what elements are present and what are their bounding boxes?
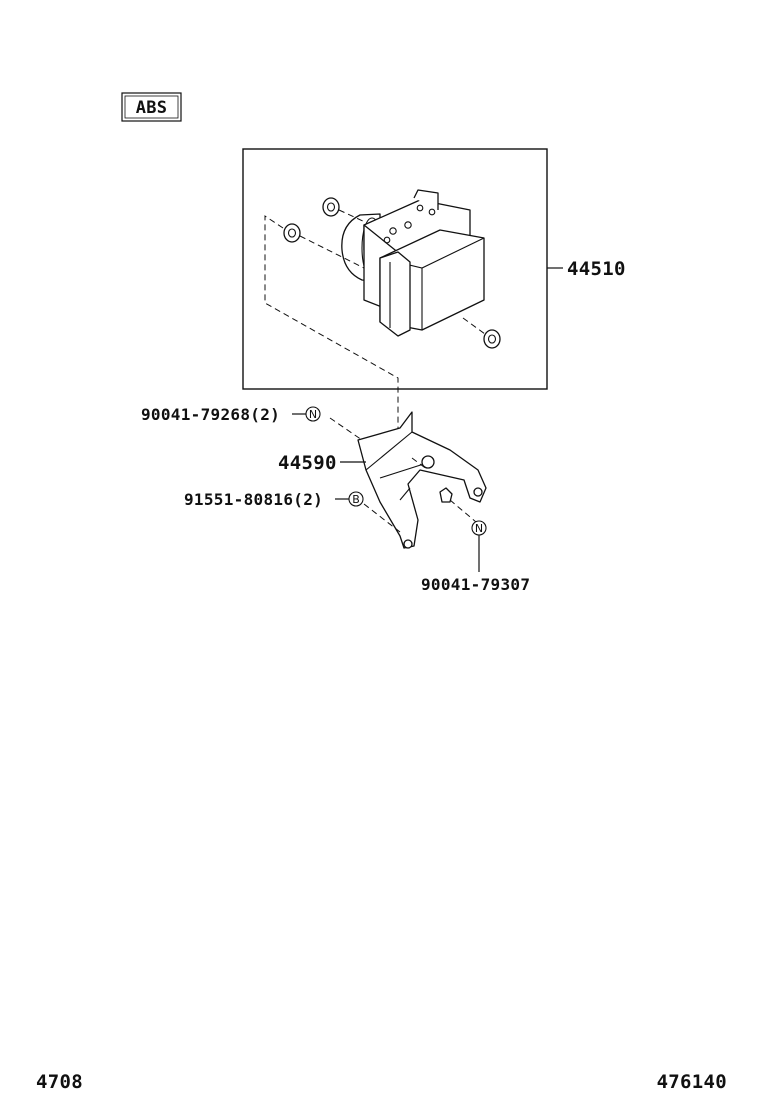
grommet-3 <box>483 329 501 349</box>
part-number-44590: 44590 <box>278 452 337 474</box>
actuator-frame <box>242 148 548 390</box>
svg-text:B: B <box>352 493 360 506</box>
svg-text:N: N <box>309 408 317 421</box>
part-number-nut-lower: 90041-79307 <box>421 575 530 594</box>
abs-actuator-illustration <box>264 189 501 470</box>
svg-text:N: N <box>475 522 483 535</box>
nut-symbol-icon: N <box>305 406 321 422</box>
bracket-illustration <box>329 411 487 549</box>
part-number-44510: 44510 <box>567 258 626 280</box>
grommet-2 <box>283 223 301 243</box>
bolt-symbol-icon: B <box>348 491 364 507</box>
abs-badge-label: ABS <box>136 98 168 118</box>
part-number-bolt: 91551-80816(2) <box>184 490 323 509</box>
footer-right-code: 476140 <box>657 1071 727 1093</box>
part-number-nut-upper: 90041-79268(2) <box>141 405 280 424</box>
abs-badge: ABS <box>121 92 182 122</box>
nut-lower-symbol-icon: N <box>471 520 487 536</box>
grommet-1 <box>322 197 340 217</box>
footer-left-code: 4708 <box>36 1071 83 1093</box>
